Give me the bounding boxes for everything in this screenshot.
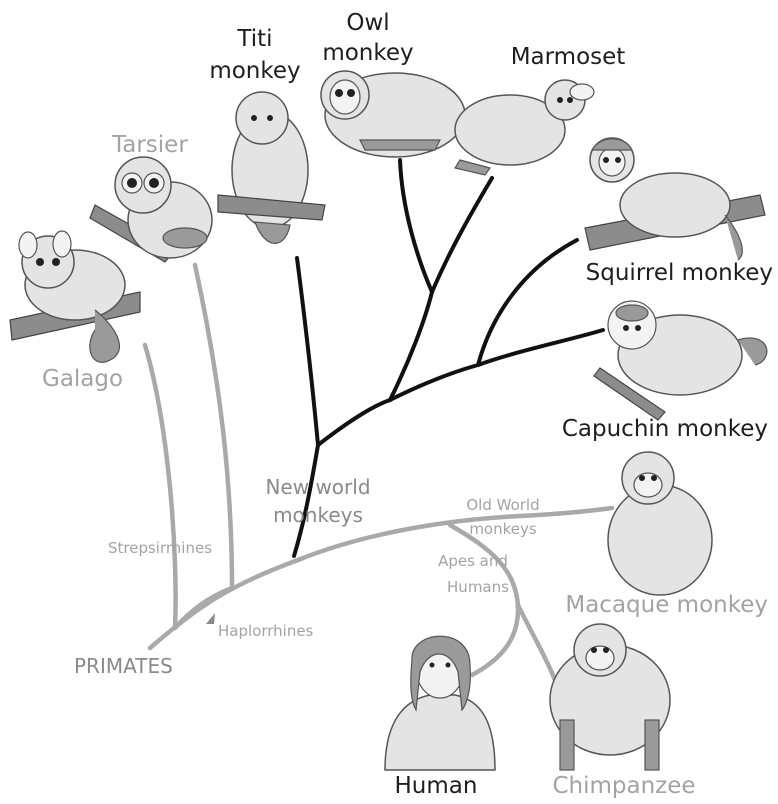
label-owl-line1: Owl	[346, 10, 389, 36]
label-human: Human	[395, 773, 478, 799]
haplorrhines-arrow	[206, 613, 215, 624]
titi-monkey-illustration	[218, 92, 325, 243]
capuchin-monkey-illustration	[594, 301, 767, 420]
branch-titi	[297, 258, 318, 445]
marmoset-illustration	[455, 80, 594, 175]
label-apes-line2: Humans	[447, 578, 509, 596]
clade-labels: PRIMATES Strepsirrhines Haplorrhines New…	[74, 475, 540, 678]
label-squirrel-monkey: Squirrel monkey	[586, 260, 773, 286]
label-tarsier: Tarsier	[111, 132, 188, 158]
squirrel-monkey-illustration	[585, 138, 765, 260]
label-owl-line2: monkey	[322, 40, 413, 66]
label-new-world-line1: New world	[265, 475, 370, 499]
label-haplorrhines: Haplorrhines	[218, 622, 314, 640]
branch-squirrel	[478, 240, 577, 365]
label-old-world-line1: Old World	[466, 496, 539, 514]
label-titi-line1: Titi	[236, 26, 272, 52]
label-macaque-monkey: Macaque monkey	[565, 592, 768, 618]
macaque-monkey-illustration	[608, 452, 712, 595]
label-new-world-line2: monkeys	[273, 503, 363, 527]
tarsier-illustration	[90, 157, 212, 262]
branch-owl	[400, 160, 432, 292]
owl-monkey-illustration	[321, 71, 465, 157]
tree-branches	[145, 160, 612, 680]
chimpanzee-illustration	[550, 624, 670, 770]
label-titi-line2: monkey	[209, 58, 300, 84]
branch-marmoset	[432, 178, 492, 292]
human-illustration	[385, 636, 495, 770]
label-marmoset: Marmoset	[511, 44, 626, 70]
label-chimpanzee: Chimpanzee	[552, 773, 695, 799]
label-galago: Galago	[42, 366, 123, 392]
label-primates: PRIMATES	[74, 654, 173, 678]
branch-new-world-stem	[294, 445, 318, 556]
label-old-world-line2: monkeys	[469, 520, 537, 538]
branch-strepsirrhines-galago	[145, 345, 176, 628]
branch-capuchin	[478, 330, 603, 365]
branch-new-world-inner	[318, 400, 390, 445]
branch-chimpanzee	[518, 605, 555, 680]
galago-illustration	[10, 231, 140, 362]
label-capuchin-monkey: Capuchin monkey	[562, 416, 768, 442]
label-apes-line1: Apes and	[438, 552, 508, 570]
label-strepsirrhines: Strepsirrhines	[108, 539, 212, 557]
